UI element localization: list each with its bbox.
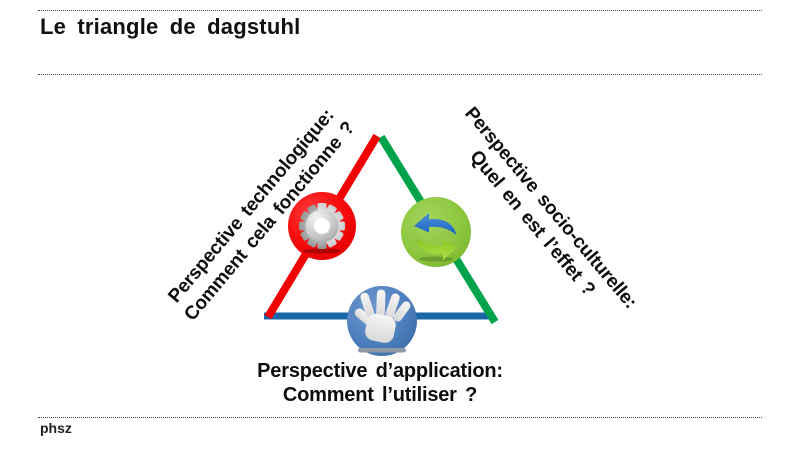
slide-title: Le triangle de dagstuhl — [40, 14, 301, 39]
left-arrow — [414, 213, 456, 235]
application-label: Perspective d’application: Comment l’uti… — [200, 359, 560, 407]
top-divider — [38, 10, 762, 11]
right-arrow — [416, 238, 458, 260]
application-label-line2: Comment l’utiliser ? — [282, 384, 478, 406]
footer-logo-text: phsz — [40, 420, 72, 436]
application-node — [347, 286, 417, 356]
gear-icon — [299, 203, 345, 254]
hand-icon — [354, 289, 411, 353]
socio-cultural-node — [401, 197, 471, 267]
technology-node — [288, 192, 356, 260]
footer-divider — [38, 417, 762, 418]
swap-arrows-icon — [414, 213, 458, 262]
title-divider — [38, 74, 762, 75]
application-label-line1: Perspective d’application: — [257, 360, 503, 382]
